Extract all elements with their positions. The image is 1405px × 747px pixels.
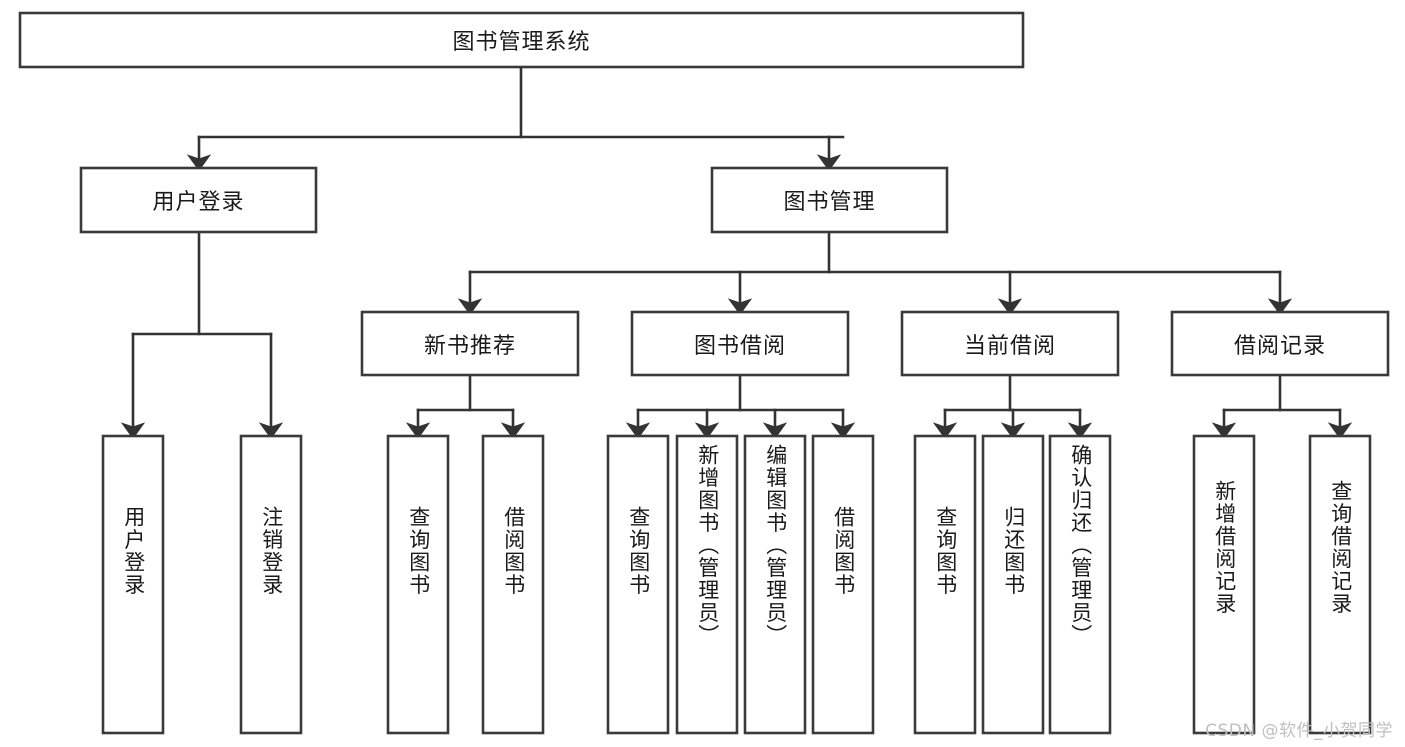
leaf-new-book-0[interactable] <box>386 434 450 735</box>
leaf-new-book-1[interactable] <box>481 434 545 735</box>
node-new-book-recommend[interactable] <box>360 310 580 377</box>
leaf-current-borrow-2[interactable] <box>1048 434 1112 735</box>
connector-borrowrecord-to-leaves <box>1211 373 1353 440</box>
node-borrow-record[interactable] <box>1170 310 1390 377</box>
leaf-borrow-record-1[interactable] <box>1308 434 1372 735</box>
node-root[interactable] <box>18 11 1025 69</box>
node-book-management[interactable] <box>710 166 949 234</box>
leaf-current-borrow-1[interactable] <box>981 434 1045 735</box>
connector-currentborrow-to-leaves <box>932 373 1093 440</box>
leaf-borrow-record-0[interactable] <box>1192 434 1256 735</box>
node-book-borrow[interactable] <box>630 310 850 377</box>
csdn-watermark: CSDN @软件_小贺同学 <box>1205 721 1393 741</box>
leaf-book-borrow-2[interactable] <box>743 434 807 735</box>
connector-bookmgmt-to-level3 <box>457 230 1293 316</box>
leaf-user-login-0[interactable] <box>101 434 165 735</box>
leaf-current-borrow-0[interactable] <box>913 434 977 735</box>
leaf-book-borrow-3[interactable] <box>811 434 875 735</box>
leaf-book-borrow-1[interactable] <box>675 434 739 735</box>
connector-root-to-level2 <box>186 65 845 172</box>
node-user-login[interactable] <box>79 166 318 234</box>
connector-bookborrow-to-leaves <box>625 373 856 440</box>
leaf-user-login-1[interactable] <box>239 434 303 735</box>
connector-newbook-to-leaves <box>405 373 526 440</box>
connector-userlogin-to-leaves <box>120 230 284 440</box>
node-current-borrow[interactable] <box>900 310 1120 377</box>
leaf-book-borrow-0[interactable] <box>606 434 670 735</box>
